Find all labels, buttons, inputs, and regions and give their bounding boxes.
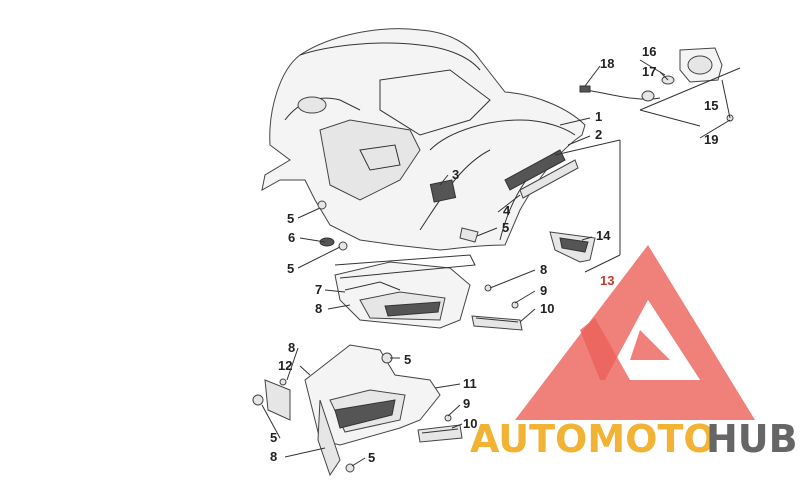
rear-fender-body xyxy=(261,28,586,251)
callout-2: 2 xyxy=(595,127,602,142)
fasteners xyxy=(252,114,734,473)
callout-8-d: 8 xyxy=(270,449,277,464)
callout-19: 19 xyxy=(704,132,718,147)
footwell-left xyxy=(334,254,476,329)
footrest-bar-lower xyxy=(417,424,463,443)
watermark-brand-part1: AUTOMOTO xyxy=(470,417,716,461)
callout-9-a: 9 xyxy=(540,283,547,298)
callout-5-e: 5 xyxy=(270,430,277,445)
callout-1: 1 xyxy=(595,109,602,124)
callout-15: 15 xyxy=(704,98,718,113)
callout-labels: 1 2 3 4 5 5 6 5 7 8 8 9 10 14 13 16 17 1… xyxy=(270,44,718,465)
callout-6: 6 xyxy=(288,230,295,245)
callout-14: 14 xyxy=(596,228,611,243)
callout-11: 11 xyxy=(463,376,477,391)
footrest-bar-upper xyxy=(471,315,523,331)
callout-5-f: 5 xyxy=(368,450,375,465)
callout-4: 4 xyxy=(503,203,511,218)
callout-5-a: 5 xyxy=(502,220,509,235)
callout-13: 13 xyxy=(600,273,614,288)
footwell-right xyxy=(264,344,441,477)
leader-lines xyxy=(261,59,741,467)
callout-10-a: 10 xyxy=(540,301,554,316)
callout-5-b: 5 xyxy=(287,211,294,226)
callout-8-c: 8 xyxy=(288,340,295,355)
callout-17: 17 xyxy=(642,64,656,79)
watermark-text: AUTOMOTO HUB xyxy=(470,417,798,461)
callout-3: 3 xyxy=(452,167,459,182)
callout-8-a: 8 xyxy=(315,301,322,316)
callout-7: 7 xyxy=(315,282,322,297)
callout-12: 12 xyxy=(278,358,292,373)
watermark-brand-part2: HUB xyxy=(706,417,798,461)
callout-8-b: 8 xyxy=(540,262,547,277)
callout-9-b: 9 xyxy=(463,396,470,411)
callout-18: 18 xyxy=(600,56,614,71)
reflector-bracket xyxy=(549,231,596,263)
watermark-logo xyxy=(515,245,755,420)
callout-5-c: 5 xyxy=(287,261,294,276)
callout-16: 16 xyxy=(642,44,656,59)
callout-10-b: 10 xyxy=(463,416,477,431)
callout-5-d: 5 xyxy=(404,352,411,367)
